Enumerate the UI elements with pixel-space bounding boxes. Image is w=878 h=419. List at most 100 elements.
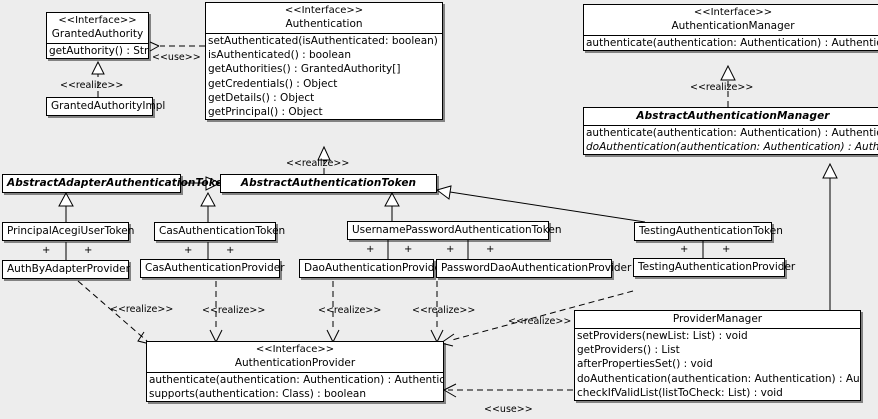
edge-generalize-usernamepasswordtoken: [384, 191, 400, 221]
edge-label-realize-abstractauthenticationmanager: <<realize>>: [690, 82, 754, 93]
assoc-marker-plus: +: [366, 244, 375, 255]
edge-label-realize-testingauthenticationprovider: <<realize>>: [508, 316, 572, 327]
class-box-abstract-authentication-manager[interactable]: AbstractAuthenticationManager authentica…: [583, 107, 878, 156]
class-header: AbstractAdapterAuthenticationToken: [3, 175, 231, 192]
class-header: TestingAuthenticationToken: [635, 223, 783, 240]
edge-use-authentication-to-grantedauthority: [149, 41, 205, 52]
class-box-cas-authentication-token[interactable]: CasAuthenticationToken: [154, 222, 286, 241]
edge-label-realize-daoauthenticationprovider: <<realize>>: [318, 305, 382, 316]
class-member: supports(authentication: Class) : boolea…: [149, 388, 366, 401]
class-name: UsernamePasswordAuthenticationToken: [352, 224, 562, 236]
class-box-password-dao-authentication-provider[interactable]: PasswordDaoAuthenticationProvider: [436, 259, 632, 278]
class-header: <<Interface>> AuthenticationManager: [584, 5, 878, 35]
class-members: authenticate(authentication: Authenticat…: [147, 373, 443, 401]
class-box-granted-authority[interactable]: <<Interface>> GrantedAuthority getAuthor…: [46, 12, 149, 60]
class-name: AuthenticationManager: [671, 20, 795, 32]
class-stereotype: <<Interface>>: [58, 15, 137, 26]
class-box-authentication-manager[interactable]: <<Interface>> AuthenticationManager auth…: [583, 4, 878, 52]
edge-label-use-providermanager: <<use>>: [484, 404, 533, 415]
class-box-provider-manager[interactable]: ProviderManager setProviders(newList: Li…: [574, 310, 861, 402]
edge-label-realize-authbyadapterprovider: <<realize>>: [110, 304, 174, 315]
class-box-username-password-authentication-token[interactable]: UsernamePasswordAuthenticationToken: [347, 221, 562, 240]
class-member: getProviders() : List: [577, 344, 680, 357]
class-member: getAuthority() : String: [49, 45, 148, 57]
edge-generalize-testingauthenticationtoken: [435, 185, 646, 223]
class-header: DaoAuthenticationProvider: [300, 260, 446, 277]
class-member: getCredentials() : Object: [208, 77, 338, 90]
class-name: AbstractAdapterAuthenticationToken: [7, 177, 231, 189]
class-name: AuthenticationProvider: [234, 357, 356, 369]
class-member: authenticate(authentication: Authenticat…: [586, 127, 878, 139]
class-members: authenticate(authentication: Authenticat…: [584, 36, 878, 50]
class-box-cas-authentication-provider[interactable]: CasAuthenticationProvider: [140, 259, 285, 278]
class-name: PrincipalAcegiUserToken: [7, 225, 135, 237]
class-header: CasAuthenticationToken: [155, 223, 286, 240]
class-header: <<Interface>> AuthenticationProvider: [147, 342, 443, 372]
class-name: TestingAuthenticationToken: [639, 225, 783, 237]
class-stereotype: <<Interface>>: [693, 7, 773, 18]
class-member: doAuthentication(authentication: Authent…: [577, 372, 860, 385]
class-member: setAuthenticated(isAuthenticated: boolea…: [208, 35, 442, 47]
class-member: checkIfValidList(listToCheck: List) : vo…: [577, 386, 783, 399]
class-name: GrantedAuthorityImpl: [51, 100, 166, 112]
class-stereotype: <<Interface>>: [255, 344, 335, 355]
class-name: CasAuthenticationToken: [159, 225, 286, 237]
class-divider: [47, 43, 148, 44]
class-name: AbstractAuthenticationManager: [636, 110, 830, 122]
class-header: TestingAuthenticationProvider: [634, 259, 795, 276]
class-header: GrantedAuthorityImpl: [47, 98, 166, 115]
class-members: getAuthority() : String: [47, 44, 148, 58]
edge-label-realize-grantedauthorityimpl: <<realize>>: [60, 80, 124, 91]
class-name: AuthByAdapterProvider: [7, 263, 130, 275]
edge-label-realize-abstractauthenticationtoken: <<realize>>: [286, 158, 350, 169]
class-divider: [575, 328, 860, 329]
edge-generalize-providermanager: [822, 162, 838, 310]
class-box-dao-authentication-provider[interactable]: DaoAuthenticationProvider: [299, 259, 446, 278]
class-member: isAuthenticated() : boolean: [208, 49, 351, 62]
class-name: CasAuthenticationProvider: [145, 262, 285, 274]
class-member: afterPropertiesSet() : void: [577, 358, 713, 371]
class-header: AbstractAuthenticationManager: [584, 108, 878, 125]
class-header: UsernamePasswordAuthenticationToken: [348, 222, 562, 239]
class-box-testing-authentication-token[interactable]: TestingAuthenticationToken: [634, 222, 783, 241]
edge-generalize-casauthenticationtoken: [200, 191, 216, 222]
class-divider: [584, 35, 878, 36]
class-member: doAuthentication(authentication: Authent…: [586, 141, 878, 154]
class-member: authenticate(authentication: Authenticat…: [586, 37, 878, 49]
class-name: AbstractAuthenticationToken: [240, 177, 417, 189]
class-header: ProviderManager: [575, 311, 860, 328]
class-box-authentication[interactable]: <<Interface>> Authentication setAuthenti…: [205, 2, 443, 121]
class-header: CasAuthenticationProvider: [141, 260, 285, 277]
assoc-marker-plus: +: [486, 244, 495, 255]
edge-label-realize-casauthenticationprovider: <<realize>>: [202, 305, 266, 316]
class-header: <<Interface>> GrantedAuthority: [47, 13, 148, 43]
class-member: authenticate(authentication: Authenticat…: [149, 374, 443, 386]
class-divider: [206, 33, 442, 34]
assoc-marker-plus: +: [226, 245, 235, 256]
assoc-marker-plus: +: [680, 244, 689, 255]
edge-label-use-authentication-grantedauthority: <<use>>: [152, 52, 201, 63]
class-members: authenticate(authentication: Authenticat…: [584, 126, 878, 154]
class-box-principal-acegi-user-token[interactable]: PrincipalAcegiUserToken: [2, 222, 135, 241]
class-name: PasswordDaoAuthenticationProvider: [441, 262, 632, 274]
assoc-marker-plus: +: [84, 245, 93, 256]
edge-generalize-principalacegiusertoken: [58, 191, 74, 222]
class-header: PasswordDaoAuthenticationProvider: [437, 260, 632, 277]
class-box-authentication-provider[interactable]: <<Interface>> AuthenticationProvider aut…: [146, 341, 444, 403]
class-stereotype: <<Interface>>: [284, 5, 364, 16]
edge-use-providermanager-to-authenticationprovider: [443, 383, 573, 398]
class-box-abstract-authentication-token[interactable]: AbstractAuthenticationToken: [220, 174, 437, 193]
assoc-marker-plus: +: [722, 244, 731, 255]
class-name: GrantedAuthority: [51, 28, 144, 40]
class-name: Authentication: [285, 18, 363, 30]
class-box-testing-authentication-provider[interactable]: TestingAuthenticationProvider: [633, 258, 795, 277]
class-name: DaoAuthenticationProvider: [304, 262, 446, 274]
edge-label-realize-passworddaoauthenticationprovider: <<realize>>: [412, 305, 476, 316]
class-member: setProviders(newList: List) : void: [577, 330, 748, 342]
class-header: <<Interface>> Authentication: [206, 3, 442, 33]
class-box-auth-by-adapter-provider[interactable]: AuthByAdapterProvider: [2, 260, 130, 279]
class-box-abstract-adapter-authentication-token[interactable]: AbstractAdapterAuthenticationToken: [2, 174, 231, 193]
class-box-granted-authority-impl[interactable]: GrantedAuthorityImpl: [46, 97, 166, 116]
assoc-marker-plus: +: [42, 245, 51, 256]
